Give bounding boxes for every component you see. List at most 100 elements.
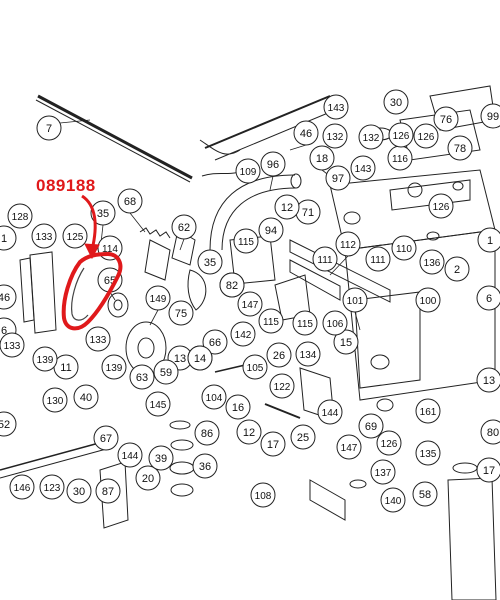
callout-100-circle bbox=[415, 287, 441, 313]
bushing-3 bbox=[169, 461, 195, 475]
callout-97-label: 97 bbox=[332, 173, 344, 185]
callout-140-circle bbox=[380, 487, 406, 513]
callout-80-circle bbox=[480, 419, 500, 445]
callout-35-dup13: 35 bbox=[197, 249, 223, 275]
callout-123: 123 bbox=[39, 474, 65, 500]
callout-133: 133 bbox=[31, 223, 57, 249]
callout-78-label: 78 bbox=[454, 143, 466, 155]
callout-40-circle bbox=[73, 384, 99, 410]
callout-25-label: 25 bbox=[297, 432, 309, 444]
callout-101-circle bbox=[342, 287, 368, 313]
callout-58-label: 58 bbox=[419, 489, 431, 501]
leader-149-4 bbox=[149, 309, 159, 326]
callout-115-dup11: 115 bbox=[258, 308, 284, 334]
callout-39-label: 39 bbox=[155, 453, 167, 465]
callout-104: 104 bbox=[201, 384, 227, 410]
callout-6-dup20: 6 bbox=[476, 285, 500, 311]
callout-75: 75 bbox=[168, 300, 194, 326]
shaft-7-edge bbox=[35, 99, 191, 183]
leader-101-7 bbox=[354, 311, 361, 331]
callout-2: 2 bbox=[444, 256, 470, 282]
callout-82-dup18: 82 bbox=[219, 272, 245, 298]
callout-105-label: 105 bbox=[247, 363, 264, 374]
callout-26-label: 26 bbox=[273, 350, 285, 362]
callout-71: 71 bbox=[295, 199, 321, 225]
lower-bracket bbox=[99, 461, 129, 529]
callout-17-circle bbox=[260, 431, 286, 457]
callout-17-label: 17 bbox=[267, 439, 279, 451]
callout-46-label: 46 bbox=[300, 128, 312, 140]
callout-108-circle bbox=[250, 482, 276, 508]
callout-82-dup18-circle bbox=[219, 272, 245, 298]
callout-30: 30 bbox=[66, 478, 92, 504]
callout-145: 145 bbox=[145, 391, 171, 417]
callout-2-label: 2 bbox=[454, 264, 460, 276]
callout-68-circle bbox=[117, 188, 143, 214]
callout-143-dup7-label: 143 bbox=[355, 164, 372, 175]
leader-62-3 bbox=[179, 238, 185, 251]
rod-upper bbox=[204, 95, 331, 149]
callout-101: 101 bbox=[342, 287, 368, 313]
callout-111-label: 111 bbox=[370, 255, 386, 266]
callout-76-circle bbox=[433, 106, 459, 132]
callout-59-circle bbox=[153, 359, 179, 385]
callout-17-dup22-label: 17 bbox=[483, 465, 495, 477]
callout-122-label: 122 bbox=[274, 382, 291, 393]
left-plate-2 bbox=[19, 257, 35, 323]
callout-146-circle bbox=[9, 474, 35, 500]
callout-111-dup17: 111 bbox=[312, 246, 338, 272]
callout-135: 135 bbox=[415, 440, 441, 466]
callout-123-circle bbox=[39, 474, 65, 500]
part-8 bbox=[309, 479, 346, 521]
callout-13-dup21: 13 bbox=[476, 367, 500, 393]
callout-15-circle bbox=[333, 329, 359, 355]
callout-71-label: 71 bbox=[302, 207, 314, 219]
callout-62-circle bbox=[171, 214, 197, 240]
callout-115-dup10-circle bbox=[292, 310, 318, 336]
callout-69: 69 bbox=[358, 413, 384, 439]
callout-139-dup6-circle bbox=[101, 354, 127, 380]
callout-20-circle bbox=[135, 465, 161, 491]
callout-104-label: 104 bbox=[206, 393, 223, 404]
bolt-12 bbox=[264, 403, 301, 419]
callout-39-circle bbox=[148, 445, 174, 471]
callout-136-label: 136 bbox=[424, 258, 441, 269]
callout-126-circle bbox=[413, 123, 439, 149]
callout-100-label: 100 bbox=[420, 296, 437, 307]
callout-130: 130 bbox=[42, 387, 68, 413]
callout-139: 139 bbox=[32, 346, 58, 372]
callout-25-circle bbox=[290, 424, 316, 450]
callout-39: 39 bbox=[148, 445, 174, 471]
callout-76: 76 bbox=[433, 106, 459, 132]
callout-63: 63 bbox=[129, 364, 155, 390]
callout-36-label: 36 bbox=[199, 461, 211, 473]
callout-46: 46 bbox=[293, 120, 319, 146]
callout-87-label: 87 bbox=[102, 486, 114, 498]
callout-115-label: 115 bbox=[238, 237, 254, 248]
callout-146-label: 146 bbox=[14, 483, 31, 494]
callout-35-circle bbox=[90, 200, 116, 226]
callout-147-dup8-circle bbox=[336, 434, 362, 460]
callout-116-label: 116 bbox=[392, 154, 408, 165]
highlighted-belt bbox=[61, 194, 123, 331]
callout-7: 7 bbox=[36, 115, 62, 141]
handle-curve bbox=[209, 174, 296, 251]
callout-96-circle bbox=[260, 151, 286, 177]
callout-130-circle bbox=[42, 387, 68, 413]
callout-133-dup4: 133 bbox=[0, 332, 25, 358]
callout-96-label: 96 bbox=[267, 159, 279, 171]
frame-plate bbox=[389, 179, 471, 211]
callout-40: 40 bbox=[73, 384, 99, 410]
callout-111-circle bbox=[365, 246, 391, 272]
callout-62: 62 bbox=[171, 214, 197, 240]
callout-66-circle bbox=[202, 329, 228, 355]
callout-115-dup10: 115 bbox=[292, 310, 318, 336]
callout-132-label: 132 bbox=[327, 132, 344, 143]
callout-14-dup15-circle bbox=[187, 345, 213, 371]
callout-126-dup2-label: 126 bbox=[381, 439, 398, 450]
callout-137-circle bbox=[370, 459, 396, 485]
callout-139-dup6: 139 bbox=[101, 354, 127, 380]
callout-134-circle bbox=[295, 341, 321, 367]
callout-30-dup16-label: 30 bbox=[390, 97, 402, 109]
callout-137: 137 bbox=[370, 459, 396, 485]
